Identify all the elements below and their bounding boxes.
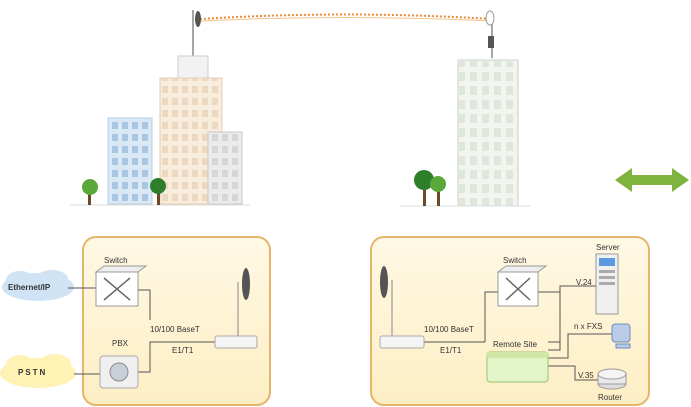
tree-icon [430, 176, 446, 206]
pbx-phone-icon [99, 355, 139, 389]
tree-icon [414, 170, 434, 206]
indoor-unit-icon [214, 335, 258, 349]
router-label: Router [598, 393, 623, 402]
link-label-e1: E1/T1 [440, 346, 462, 355]
double-arrow-icon [615, 168, 689, 192]
switch-icon [94, 265, 148, 307]
fxs-label: n x FXS [574, 322, 603, 331]
remote-site-unit-icon [486, 351, 549, 383]
server-icon [595, 253, 619, 315]
tree-icon [150, 178, 166, 205]
right-building [400, 59, 530, 207]
v24-label: V.24 [576, 278, 592, 287]
v35-label: V.35 [578, 371, 594, 380]
phone-icon [611, 323, 631, 349]
radio-link-beam [199, 13, 493, 20]
ethernet-cloud-icon [2, 270, 74, 301]
indoor-unit-icon [379, 335, 425, 349]
left-antenna-icon [192, 10, 201, 62]
dish-antenna-icon [237, 268, 250, 336]
router-icon [597, 368, 627, 390]
left-lines [68, 287, 215, 375]
pstn-cloud-icon [0, 354, 76, 388]
link-label-ethernet: 10/100 BaseT [424, 325, 474, 334]
ethernet-label: Ethernet/IP [8, 283, 51, 292]
switch-label: Switch [104, 256, 128, 265]
pbx-label: PBX [112, 339, 129, 348]
remote-site-label: Remote Site [493, 340, 538, 349]
pstn-label: PSTN [18, 368, 48, 377]
right-antenna-icon [485, 10, 495, 58]
link-label-ethernet: 10/100 BaseT [150, 325, 200, 334]
server-label: Server [596, 243, 620, 252]
left-buildings [70, 55, 250, 206]
tree-icon [82, 179, 98, 205]
switch-label: Switch [503, 256, 527, 265]
right-lines [424, 285, 612, 381]
switch-icon [496, 265, 548, 307]
link-label-e1: E1/T1 [172, 346, 194, 355]
dish-antenna-icon [380, 266, 393, 336]
